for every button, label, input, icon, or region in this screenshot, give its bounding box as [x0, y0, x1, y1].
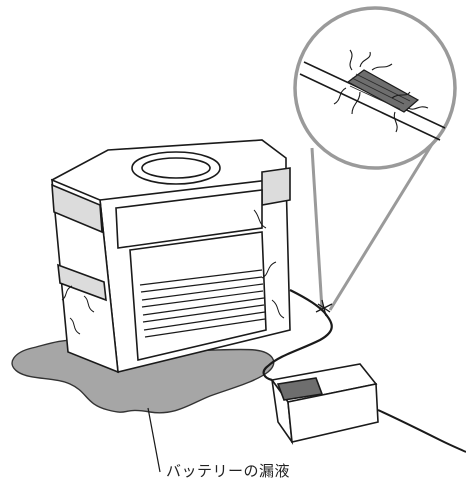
battery-pack — [52, 140, 290, 372]
leak-caption: バッテリーの漏液 — [166, 460, 290, 481]
ac-adapter — [272, 364, 378, 442]
adapter-output-cord — [378, 410, 466, 452]
magnifier-cone-left — [312, 148, 322, 310]
caption-leader-line — [148, 408, 160, 472]
